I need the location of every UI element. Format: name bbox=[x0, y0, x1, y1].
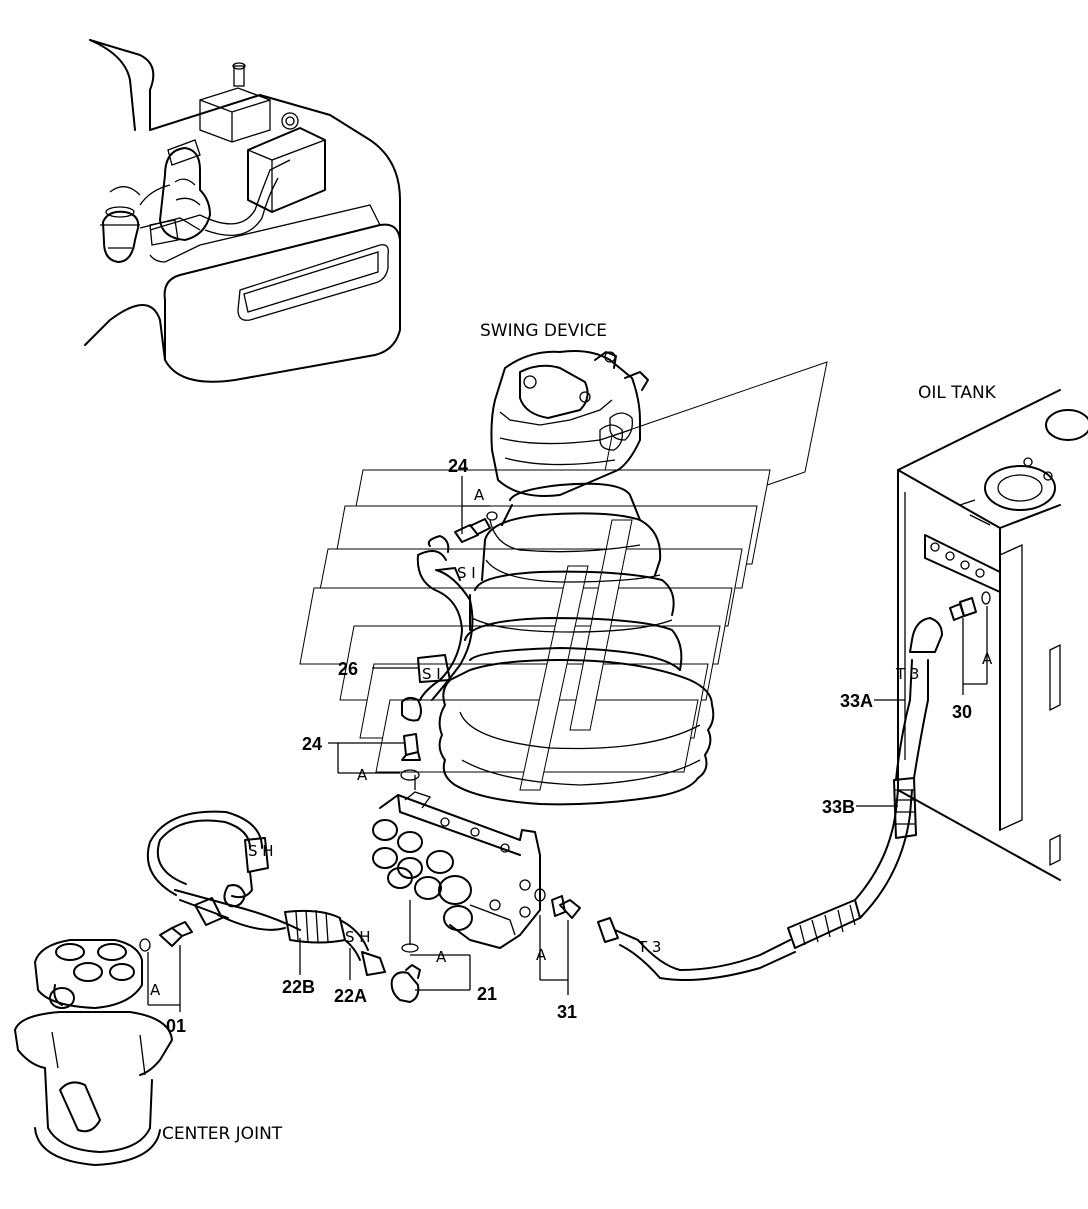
leader-lines bbox=[147, 476, 988, 1012]
part-number-33a: 33A bbox=[840, 691, 873, 711]
hose-mark-si-upper: S I bbox=[457, 564, 476, 582]
marker-a-21: A bbox=[436, 948, 447, 966]
part-number-24-mid: 24 bbox=[302, 734, 322, 754]
swing-device-label: SWING DEVICE bbox=[480, 321, 607, 341]
machine-upper-body bbox=[84, 39, 401, 383]
oil-tank-label: OIL TANK bbox=[918, 383, 997, 403]
hose-mark-t3-upper: T 3 bbox=[895, 665, 919, 683]
center-joint-label: CENTER JOINT bbox=[162, 1124, 283, 1144]
control-valve bbox=[372, 791, 541, 949]
part-number-22a: 22A bbox=[334, 986, 367, 1006]
part-number-31: 31 bbox=[557, 1002, 577, 1022]
center-joint bbox=[14, 939, 173, 1166]
hose-mark-t3-lower: T 3 bbox=[637, 938, 661, 956]
part-number-24-top: 24 bbox=[448, 456, 468, 476]
part-number-33b: 33B bbox=[822, 797, 855, 817]
fittings bbox=[139, 511, 991, 1003]
marker-a-30: A bbox=[982, 650, 993, 668]
part-number-30: 30 bbox=[952, 702, 972, 722]
watermark-logo bbox=[299, 361, 828, 791]
hose-22 bbox=[146, 810, 386, 976]
oil-tank bbox=[897, 389, 1088, 881]
marker-a-24-top: A bbox=[474, 486, 485, 504]
swing-device bbox=[438, 350, 715, 806]
hose-mark-sh-upper: S H bbox=[248, 842, 274, 860]
part-number-01: 01 bbox=[166, 1016, 186, 1036]
part-number-22b: 22B bbox=[282, 977, 315, 997]
part-number-26: 26 bbox=[338, 659, 358, 679]
marker-a-01: A bbox=[150, 981, 161, 999]
hose-33 bbox=[597, 617, 943, 982]
hose-mark-sh-lower: S H bbox=[345, 928, 371, 946]
hose-mark-si-lower: S I bbox=[422, 665, 441, 683]
marker-a-31: A bbox=[536, 946, 547, 964]
part-number-21: 21 bbox=[477, 984, 497, 1004]
marker-a-24-mid: A bbox=[357, 766, 368, 784]
